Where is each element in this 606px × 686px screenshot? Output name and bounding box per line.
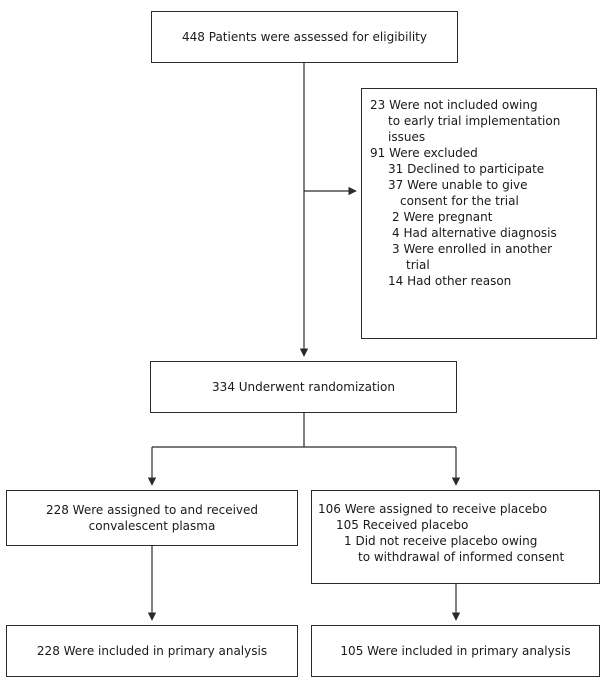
exclusion-line: issues [388, 130, 426, 144]
plasma-arm-box: 228 Were assigned to and received conval… [6, 490, 298, 546]
exclusion-line: 31 Declined to participate [388, 162, 545, 176]
exclusion-line: trial [406, 258, 430, 272]
assessed-box: 448 Patients were assessed for eligibili… [151, 11, 458, 63]
placebo-arm-line: 106 Were assigned to receive placebo [318, 502, 548, 516]
plasma-arm-line: convalescent plasma [88, 519, 216, 533]
placebo-arm-line: 1 Did not receive placebo owing [344, 534, 538, 548]
placebo-arm-line: to withdrawal of informed consent [358, 550, 565, 564]
exclusion-line: consent for the trial [400, 194, 519, 208]
plasma-analysis-box: 228 Were included in primary analysis [6, 625, 298, 677]
exclusion-line: to early trial implementation [388, 114, 561, 128]
placebo-arm-line: 105 Received placebo [336, 518, 469, 532]
exclusion-line: 23 Were not included owing [370, 98, 538, 112]
exclusion-box: 23 Were not included owing to early tria… [361, 88, 597, 339]
exclusion-line: 3 Were enrolled in another [392, 242, 553, 256]
exclusion-line: 37 Were unable to give [388, 178, 528, 192]
plasma-arm-line: 228 Were assigned to and received [45, 503, 259, 517]
exclusion-line: 14 Had other reason [388, 274, 512, 288]
exclusion-line: 4 Had alternative diagnosis [392, 226, 557, 240]
assessed-label: 448 Patients were assessed for eligibili… [182, 30, 427, 44]
placebo-analysis-box: 105 Were included in primary analysis [311, 625, 600, 677]
plasma-analysis-label: 228 Were included in primary analysis [36, 644, 268, 658]
randomized-label: 334 Underwent randomization [212, 380, 395, 394]
randomized-box: 334 Underwent randomization [150, 361, 457, 413]
exclusion-line: 91 Were excluded [370, 146, 478, 160]
placebo-arm-box: 106 Were assigned to receive placebo 105… [311, 490, 600, 584]
exclusion-line: 2 Were pregnant [392, 210, 493, 224]
placebo-analysis-label: 105 Were included in primary analysis [340, 644, 571, 658]
